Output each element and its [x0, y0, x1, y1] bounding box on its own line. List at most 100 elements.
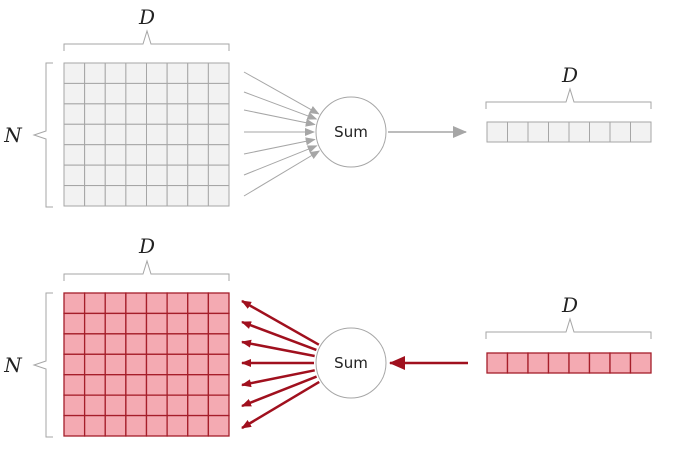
- matrix-cell: [187, 414, 210, 437]
- vector-cell: [568, 352, 591, 374]
- matrix-cell: [145, 333, 168, 355]
- matrix-cell: [63, 374, 86, 396]
- matrix-cell: [146, 62, 168, 84]
- matrix-cell: [63, 82, 86, 105]
- matrix-cell: [125, 374, 148, 396]
- matrix-cell: [84, 164, 106, 187]
- top-matrix-width-label: D: [138, 5, 155, 29]
- vector-cell: [486, 352, 509, 374]
- matrix-cell: [187, 185, 209, 207]
- matrix-cell: [83, 312, 106, 335]
- vector-cell: [629, 352, 652, 374]
- matrix-cell: [166, 292, 189, 315]
- vector-cell: [507, 121, 529, 143]
- matrix-cell: [207, 374, 230, 396]
- matrix-cell: [84, 103, 106, 125]
- matrix-cell: [125, 394, 148, 417]
- vector-cell: [527, 352, 550, 374]
- matrix-cell: [104, 394, 127, 417]
- matrix-cell: [187, 103, 209, 125]
- bottom-gradient-matrix: [63, 292, 230, 437]
- matrix-cell: [63, 164, 86, 187]
- matrix-cell: [207, 333, 230, 355]
- vector-cell: [630, 121, 652, 143]
- fan-in-arrow: [243, 137, 316, 155]
- matrix-cell: [63, 312, 86, 335]
- vector-cell: [486, 121, 508, 143]
- matrix-cell: [187, 374, 210, 396]
- bottom-matrix-width-brace: [63, 259, 230, 281]
- matrix-cell: [187, 82, 209, 105]
- matrix-cell: [146, 144, 168, 166]
- top-matrix-height-label: N: [3, 123, 23, 147]
- bottom-matrix-height-brace: [32, 292, 53, 438]
- vector-cell: [609, 121, 631, 143]
- matrix-cell: [166, 144, 189, 166]
- matrix-cell: [207, 123, 230, 146]
- matrix-cell: [146, 185, 168, 207]
- matrix-cell: [84, 82, 106, 105]
- matrix-cell: [187, 312, 210, 335]
- matrix-cell: [63, 394, 86, 417]
- matrix-cell: [125, 353, 148, 376]
- vector-cell: [548, 121, 570, 143]
- matrix-cell: [125, 82, 147, 105]
- matrix-cell: [166, 103, 189, 125]
- matrix-cell: [146, 123, 168, 146]
- fan-out-arrow: [241, 375, 318, 408]
- matrix-cell: [187, 164, 209, 187]
- fan-in-arrow: [243, 145, 318, 176]
- matrix-cell: [104, 353, 127, 376]
- fan-out-arrow: [241, 380, 320, 430]
- matrix-cell: [125, 414, 148, 437]
- matrix-cell: [125, 103, 147, 125]
- matrix-cell: [187, 394, 210, 417]
- vector-cell: [609, 352, 632, 374]
- matrix-cell: [83, 353, 106, 376]
- matrix-cell: [104, 333, 127, 355]
- matrix-cell: [104, 144, 127, 166]
- matrix-cell: [207, 353, 230, 376]
- vector-cell: [588, 352, 611, 374]
- matrix-cell: [187, 333, 210, 355]
- matrix-cell: [166, 164, 189, 187]
- fan-out-arrow: [241, 369, 315, 388]
- matrix-cell: [125, 292, 148, 315]
- fan-out-arrow: [241, 320, 317, 352]
- matrix-cell: [125, 164, 147, 187]
- matrix-cell: [125, 185, 147, 207]
- matrix-cell: [166, 185, 189, 207]
- matrix-cell: [146, 103, 168, 125]
- matrix-cell: [145, 394, 168, 417]
- bottom-matrix-height-label: N: [3, 353, 23, 377]
- top-fan-in-arrows: [243, 71, 321, 197]
- matrix-cell: [166, 414, 189, 437]
- fan-in-arrow: [243, 71, 320, 115]
- vector-cell: [506, 352, 529, 374]
- matrix-cell: [104, 374, 127, 396]
- matrix-cell: [83, 394, 106, 417]
- top-sum-label: Sum: [334, 123, 368, 141]
- vector-cell: [568, 121, 590, 143]
- top-input-matrix: [63, 62, 230, 207]
- top-output-vector: [486, 121, 652, 143]
- matrix-cell: [146, 164, 168, 187]
- matrix-cell: [125, 333, 148, 355]
- matrix-cell: [207, 414, 230, 437]
- matrix-cell: [207, 312, 230, 335]
- matrix-cell: [207, 292, 230, 315]
- matrix-cell: [166, 333, 189, 355]
- matrix-cell: [125, 62, 147, 84]
- vector-cell: [589, 121, 611, 143]
- matrix-cell: [84, 185, 106, 207]
- matrix-cell: [83, 333, 106, 355]
- matrix-cell: [83, 292, 106, 315]
- matrix-cell: [187, 62, 209, 84]
- matrix-cell: [63, 123, 86, 146]
- backward-diagram: D N Sum D: [3, 234, 652, 438]
- matrix-cell: [104, 414, 127, 437]
- matrix-cell: [104, 164, 127, 187]
- bottom-matrix-width-label: D: [138, 234, 155, 258]
- matrix-cell: [145, 374, 168, 396]
- matrix-cell: [187, 123, 209, 146]
